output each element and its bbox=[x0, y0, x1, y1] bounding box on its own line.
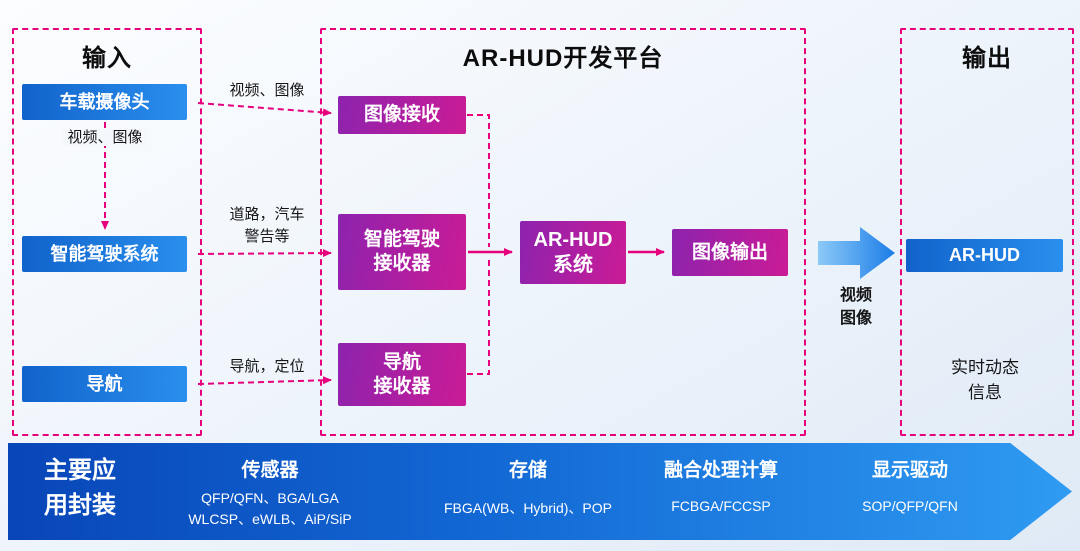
arrow-driving-to-drivingrx bbox=[197, 249, 332, 258]
node-arhud-system: AR-HUD 系统 bbox=[520, 221, 626, 284]
node-intelligent-driving-label: 智能驾驶系统 bbox=[50, 243, 159, 264]
platform-panel: AR-HUD开发平台 bbox=[320, 28, 806, 436]
label-road-warning: 道路，汽车 警告等 bbox=[229, 206, 305, 245]
input-panel-title: 输入 bbox=[82, 45, 132, 72]
node-driving-receiver: 智能驾驶 接收器 bbox=[338, 214, 466, 290]
banner-fusion-title: 融合处理计算 bbox=[663, 460, 778, 481]
label-video-image: 视频、图像 bbox=[229, 82, 305, 99]
banner-display-packages: SOP/QFP/QFN bbox=[862, 498, 958, 514]
input-panel: 输入 bbox=[12, 28, 202, 436]
node-image-output: 图像输出 bbox=[672, 229, 788, 276]
node-vehicle-camera: 车载摄像头 bbox=[22, 84, 187, 120]
banner-sensor-packages-2: WLCSP、eWLB、AiP/SiP bbox=[188, 511, 352, 527]
big-blue-arrow bbox=[818, 227, 895, 279]
banner-display-title: 显示驱动 bbox=[871, 460, 948, 481]
node-vehicle-camera-label: 车载摄像头 bbox=[59, 91, 150, 112]
node-navigation-receiver: 导航 接收器 bbox=[338, 343, 466, 406]
arrow-nav-to-navrx bbox=[197, 376, 332, 385]
banner-sensor-title: 传感器 bbox=[241, 460, 299, 481]
banner-fusion-packages: FCBGA/FCCSP bbox=[671, 498, 771, 514]
node-image-output-label: 图像输出 bbox=[691, 241, 768, 263]
banner-sensor-packages-1: QFP/QFN、BGA/LGA bbox=[201, 490, 339, 506]
banner-main-label: 主要应 用封装 bbox=[44, 457, 116, 519]
node-navigation: 导航 bbox=[22, 366, 187, 402]
node-output-arhud-label: AR-HUD bbox=[949, 245, 1020, 266]
label-realtime-dynamic-info: 实时动态 信息 bbox=[951, 358, 1019, 402]
banner-storage-packages: FBGA(WB、Hybrid)、POP bbox=[443, 500, 612, 516]
banner-storage-title: 存储 bbox=[508, 460, 547, 481]
packaging-banner: 主要应 用封装 传感器 QFP/QFN、BGA/LGA WLCSP、eWLB、A… bbox=[8, 443, 1072, 540]
node-image-receive-label: 图像接收 bbox=[363, 104, 440, 126]
output-panel: 输出 bbox=[900, 28, 1074, 436]
node-output-arhud: AR-HUD bbox=[906, 239, 1063, 272]
label-video-image-output: 视频 图像 bbox=[839, 287, 872, 328]
arrow-camera-to-imagerx bbox=[197, 102, 332, 117]
node-intelligent-driving-system: 智能驾驶系统 bbox=[22, 236, 187, 272]
node-image-receive: 图像接收 bbox=[338, 96, 466, 134]
node-navigation-label: 导航 bbox=[86, 373, 123, 394]
label-camera-output: 视频、图像 bbox=[12, 127, 198, 149]
output-panel-title: 输出 bbox=[962, 45, 1012, 72]
label-nav-position: 导航，定位 bbox=[229, 358, 305, 375]
platform-panel-title: AR-HUD开发平台 bbox=[462, 45, 664, 72]
